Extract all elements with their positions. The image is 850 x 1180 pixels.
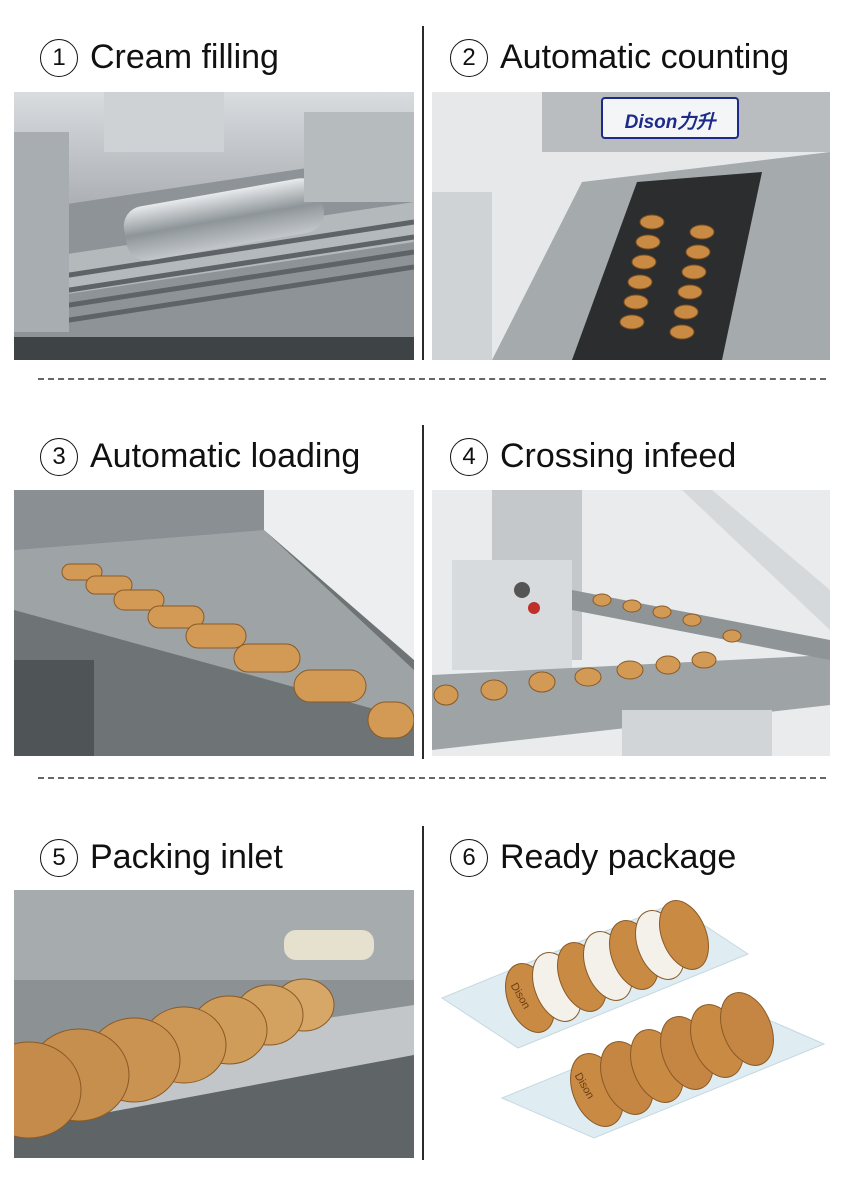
step-4-number: 4 (450, 437, 488, 476)
dashed-divider-1 (38, 378, 826, 380)
step-4-title: Crossing infeed (500, 437, 737, 475)
vertical-divider-row-2 (422, 425, 424, 759)
dashed-divider-2 (38, 777, 826, 779)
vertical-divider-row-1 (422, 26, 424, 360)
step-5-title: Packing inlet (90, 838, 283, 876)
step-6-number: 6 (450, 838, 488, 877)
step-6-caption: 6 Ready package (450, 838, 736, 877)
automatic-loading-photo (14, 490, 414, 756)
dison-logo: Dison力升 (624, 112, 716, 133)
step-1-title: Cream filling (90, 38, 279, 76)
cream-filling-photo (14, 92, 414, 360)
step-1-number: 1 (40, 38, 78, 77)
step-2-number: 2 (450, 38, 488, 77)
step-3-number: 3 (40, 437, 78, 476)
step-5-number: 5 (40, 838, 78, 877)
step-3-title: Automatic loading (90, 437, 361, 475)
crossing-infeed-photo (432, 490, 830, 756)
ready-package-photo: Dison Dison (432, 890, 830, 1158)
step-3-caption: 3 Automatic loading (40, 437, 360, 476)
step-1-caption: 1 Cream filling (40, 38, 279, 77)
packing-inlet-photo (14, 890, 414, 1158)
vertical-divider-row-3 (422, 826, 424, 1160)
step-2-caption: 2 Automatic counting (450, 38, 789, 77)
step-5-caption: 5 Packing inlet (40, 838, 283, 877)
automatic-counting-photo: Dison力升 (432, 92, 830, 360)
step-2-title: Automatic counting (500, 38, 790, 76)
step-6-title: Ready package (500, 838, 737, 876)
step-4-caption: 4 Crossing infeed (450, 437, 736, 476)
